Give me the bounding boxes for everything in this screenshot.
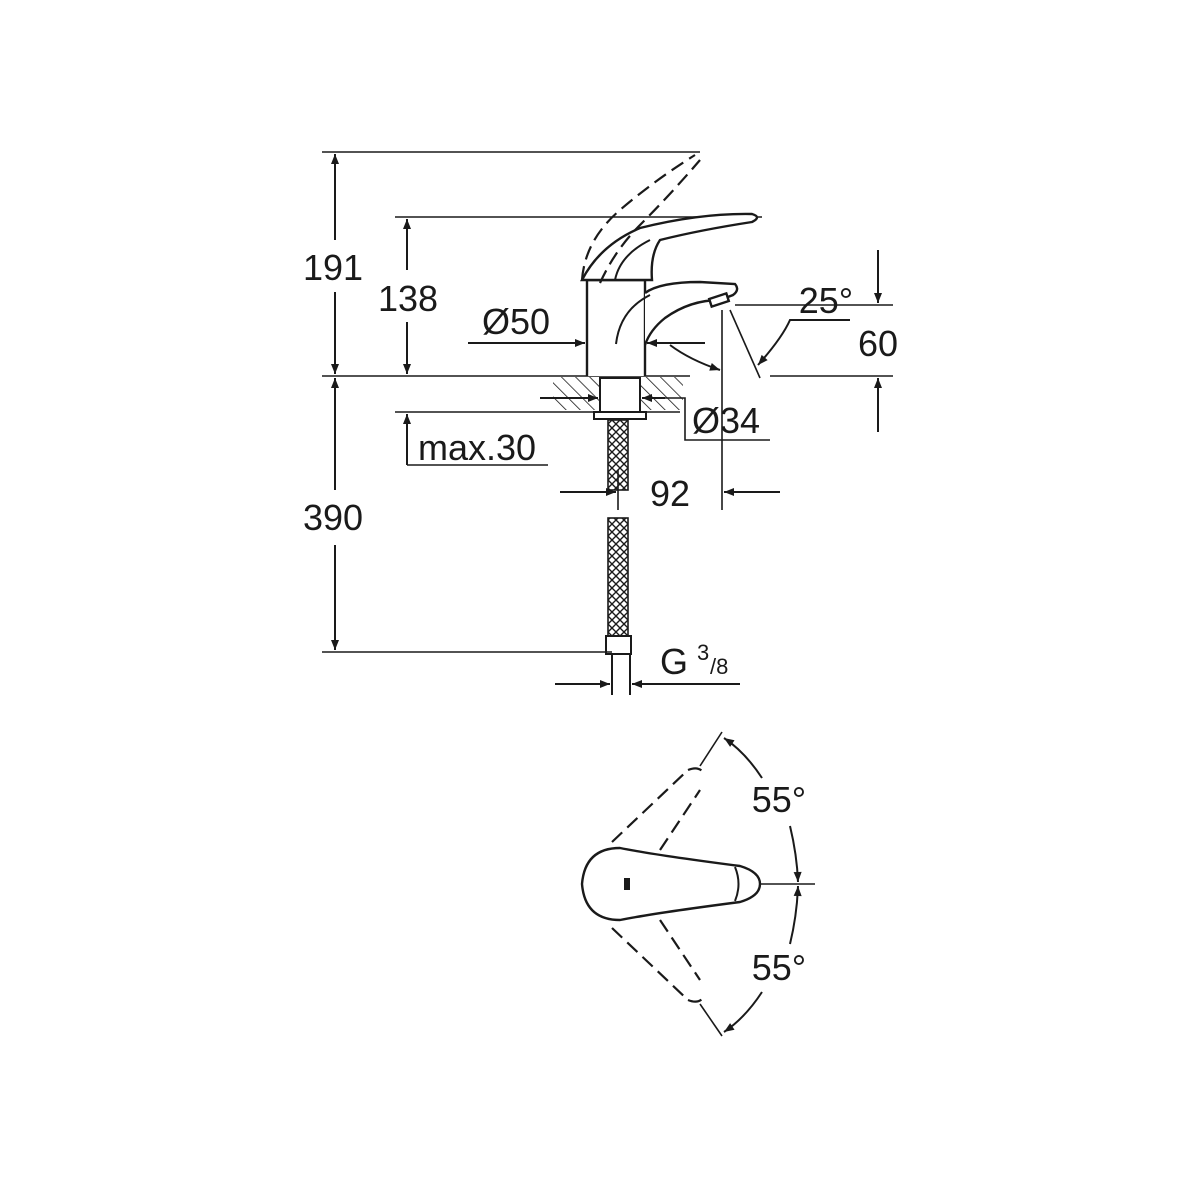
dim-label-55-up: 55° [752,779,806,820]
dim-label-max30: max.30 [418,427,536,468]
hose-fitting [605,635,632,655]
flexible-hose [605,419,632,695]
lever-top [580,846,762,922]
faucet-spout [643,280,739,346]
lever-contour [614,239,651,281]
dim-label-thread-den: /8 [710,654,728,679]
indicator-mark [624,878,630,890]
angle-arc-25-left [669,344,721,371]
lever-tip-contour [734,866,740,902]
dim-label-60: 60 [858,323,898,364]
leader-34 [665,397,770,441]
lever-raised-position [580,154,701,284]
arc-arrow-55-down [723,991,763,1033]
faucet-body [585,278,647,376]
extension-line-55-down [699,1003,723,1037]
top-view: 55° 55° [580,731,815,1037]
arc-arrow-55-up [723,737,763,779]
aerator [707,291,731,309]
deck-hatch-right [640,377,683,410]
deck-section [540,377,770,441]
hose-lower [607,517,629,637]
lever-rotated-positions [611,769,701,1001]
dim-label-34: Ø34 [692,400,760,441]
arc-arrow-55-mid-up [789,825,802,883]
dim-label-191: 191 [303,247,363,288]
dim-label-390: 390 [303,497,363,538]
leader-25 [757,319,850,366]
dim-label-thread: G [660,641,688,682]
arc-arrow-55-mid-down [789,885,802,945]
side-view: 191 138 390 Ø50 [303,151,898,695]
spout-contour [615,294,651,345]
faucet-side-profile [580,154,759,376]
dim-label-138: 138 [378,278,438,319]
mounting-plate [593,411,647,420]
spout-angle-line [729,309,761,379]
dim-label-25: 25° [799,280,853,321]
lever-rotated-tips [687,767,706,1003]
lever-handle [580,212,759,282]
deck-hatch-left [553,377,600,410]
dim-label-50: Ø50 [482,301,550,342]
dim-label-92: 92 [650,473,690,514]
dim-label-55-down: 55° [752,947,806,988]
mounting-shank [599,377,641,413]
extension-line-55-up [699,731,723,767]
dim-label-thread-num: 3 [697,640,709,665]
